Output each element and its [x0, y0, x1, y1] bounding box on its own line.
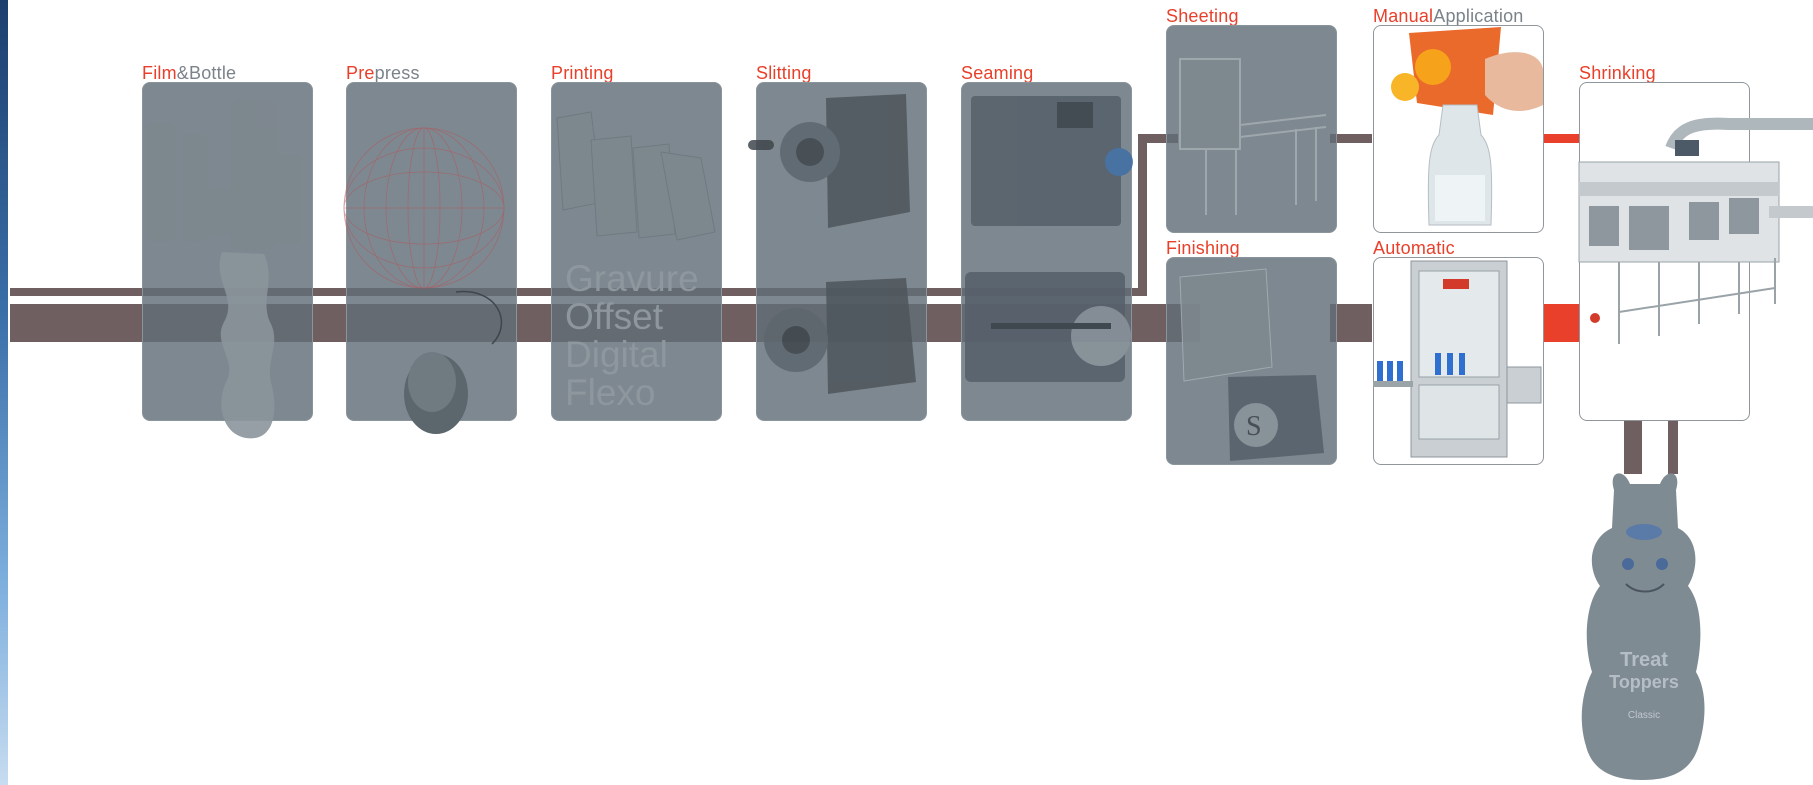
stage-label-film-bottle: Film&Bottle [142, 63, 236, 83]
stage-label-sheeting: Sheeting [1166, 6, 1239, 26]
wireframe-globe-illustration [346, 82, 517, 421]
stage-label-red: Automatic [1373, 238, 1455, 258]
stage-label-prepress: Prepress [346, 63, 420, 83]
manual-application-photo [1373, 25, 1544, 233]
sheeting-branch-vertical [1138, 134, 1147, 296]
stage-label-red: Seaming [961, 63, 1033, 83]
stage-label-red: Manual [1373, 6, 1433, 26]
stage-label-seaming: Seaming [961, 63, 1033, 83]
manual-to-shrinking-line [1542, 134, 1580, 143]
seaming-machine-illustration [961, 82, 1132, 421]
stage-label-red: Finishing [1166, 238, 1240, 258]
automatic-machine-photo [1373, 257, 1544, 465]
stage-label-manual-application: ManualApplication [1373, 6, 1524, 26]
stage-label-finishing: Finishing [1166, 238, 1240, 258]
stage-label-shrinking: Shrinking [1579, 63, 1656, 83]
printing-method-digital: Digital [565, 336, 699, 374]
stage-label-red: Printing [551, 63, 614, 83]
shrink-tunnel-photo [1579, 82, 1813, 362]
finishing-machine-illustration: S [1166, 257, 1337, 465]
svg-text:S: S [1246, 411, 1262, 442]
slitting-machine-illustration [756, 82, 927, 421]
shrunk-bottle-illustration: Treat Toppers Classic [1578, 466, 1708, 784]
sheeting-machine-illustration [1166, 25, 1337, 233]
stage-label-automatic: Automatic [1373, 238, 1455, 258]
bottle-print-line2: Toppers [1609, 672, 1679, 692]
bottle-print-line1: Treat [1620, 649, 1668, 671]
stage-label-red: Slitting [756, 63, 812, 83]
background-edge-strip [0, 0, 8, 785]
stage-label-grey: &Bottle [177, 63, 236, 83]
printing-methods-list: Gravure Offset Digital Flexo [565, 260, 699, 412]
bottle-print-line3: Classic [1628, 710, 1660, 721]
stage-label-slitting: Slitting [756, 63, 812, 83]
printing-method-gravure: Gravure [565, 260, 699, 298]
stage-label-grey: Application [1433, 6, 1523, 26]
film-rolls-illustration [142, 82, 313, 421]
printing-method-flexo: Flexo [565, 374, 699, 412]
stage-label-red: Pre [346, 63, 375, 83]
stage-label-red: Film [142, 63, 177, 83]
stage-label-grey: press [375, 63, 420, 83]
stage-label-red: Sheeting [1166, 6, 1239, 26]
stage-label-red: Shrinking [1579, 63, 1656, 83]
printing-method-offset: Offset [565, 298, 699, 336]
stage-label-printing: Printing [551, 63, 614, 83]
automatic-to-shrinking-line [1542, 304, 1580, 342]
